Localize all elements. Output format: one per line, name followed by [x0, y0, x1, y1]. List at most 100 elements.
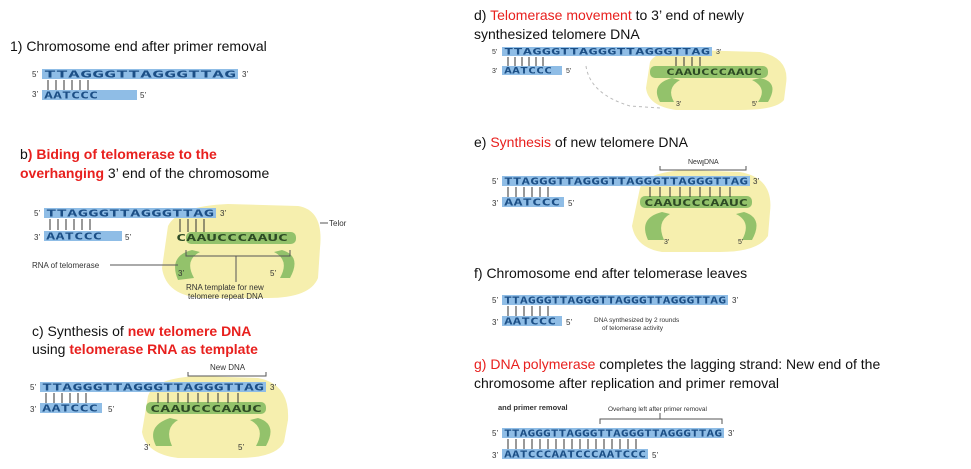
new-dna-label: New DNA: [210, 363, 246, 372]
panel-b-title-line2: overhanging 3’ end of the chromosome: [20, 165, 269, 182]
five-prime-label: 5’: [738, 239, 744, 246]
top-strand: [42, 69, 238, 79]
three-prime-label: 3’: [716, 49, 722, 56]
rna-template-bar: [650, 66, 768, 78]
top-strand-sequence: TTAGGGTTAGGGTTAGGGTTAG: [504, 48, 710, 58]
panel-f-title: f) Chromosome end after telomerase leave…: [474, 265, 748, 281]
rna-arm-right: [250, 418, 271, 446]
panel-g-title-line1: g) DNA polymerase completes the lagging …: [474, 356, 880, 373]
rna-arm-left: [645, 212, 670, 240]
title-segment: e): [474, 134, 491, 150]
panel-d-title-line1: d) Telomerase movement to 3’ end of newl…: [474, 7, 744, 24]
five-prime-label: 5’: [32, 70, 38, 79]
three-prime-label: 3’: [242, 70, 248, 79]
panel-g-title-line2: chromosome after replication and primer …: [474, 375, 780, 391]
three-prime-label: 3’: [676, 101, 682, 108]
rna-template-bar: [186, 232, 296, 244]
base-pair-lines: [507, 187, 731, 197]
title-segment: c) Synthesis of: [32, 323, 128, 339]
three-prime-label: 3’: [732, 296, 738, 305]
bottom-strand: [502, 66, 562, 75]
new-dna-bracket: [187, 372, 267, 377]
title-segment: Telomerase movement: [490, 7, 632, 23]
title-segment: d): [474, 7, 491, 23]
five-prime-label: 5’: [566, 318, 572, 327]
three-prime-label: 3’: [492, 68, 498, 75]
title-segment: completes the lagging strand: New end of…: [595, 356, 881, 372]
three-prime-label: 3’: [220, 209, 226, 218]
rna-arm-right: [274, 250, 295, 278]
rna-template-sequence: CAAUCCCAAUC: [644, 198, 748, 209]
bottom-strand-sequence: AATCCC: [42, 404, 98, 415]
overhang-bracket: [599, 418, 723, 424]
base-pair-lines: [49, 219, 205, 232]
rna-template-sequence: CAAUCCCAAUC: [176, 233, 288, 244]
base-pair-lines: [507, 439, 637, 449]
three-prime-label: 3’: [34, 233, 40, 242]
template-bracket: [185, 250, 291, 257]
three-prime-label: 3’: [492, 318, 498, 327]
overhang-label: Overhang left after primer removal: [608, 406, 708, 413]
base-pair-lines: [47, 80, 89, 90]
three-prime-label: 3’: [728, 429, 734, 438]
three-prime-label: 3’: [32, 90, 38, 99]
three-prime-label: 3’: [492, 451, 498, 460]
title-segment: DNA polymerase: [490, 356, 596, 372]
five-prime-label: 5’: [30, 383, 36, 392]
bottom-strand-sequence: AATCCC: [46, 232, 102, 243]
three-prime-label: 3’: [30, 405, 36, 414]
title-segment: of new telomere DNA: [551, 134, 688, 150]
title-segment: using: [32, 341, 70, 357]
bottom-strand: [502, 197, 564, 207]
five-prime-label: 5’: [492, 296, 498, 305]
top-strand-sequence: TTAGGGTTAGGGTTAGGGTTAGGGTTAG: [504, 177, 748, 188]
top-strand: [502, 47, 712, 56]
three-prime-label: 3’: [270, 383, 276, 392]
bottom-strand: [502, 316, 562, 326]
title-segment: g): [474, 356, 491, 372]
title-segment: 3’ end of the chromosome: [104, 165, 270, 181]
cropped-caption: and primer removal: [498, 403, 568, 412]
panel-a-diagram: 5’ TTAGGGTTAGGGTTAG 3’ 3’ AATCCC 5’: [32, 69, 248, 102]
five-prime-label: 5’: [492, 49, 498, 56]
panel-c-title-line1: c) Synthesis of new telomere DNA: [32, 323, 251, 340]
panel-g-diagram: and primer removal Overhang left after p…: [492, 403, 734, 461]
three-prime-label: 3’: [144, 443, 150, 452]
synthesized-note-line1: DNA synthesized by 2 rounds: [594, 317, 680, 324]
title-segment: ) Biding of telomerase to the: [27, 146, 217, 162]
rna-template-sequence: CAAUCCCAAUC: [150, 404, 262, 415]
five-prime-label: 5’: [140, 91, 146, 100]
title-segment: b: [20, 146, 28, 162]
rna-template-bar: [146, 402, 266, 414]
rna-arm-left: [656, 78, 680, 102]
rna-template-bar: [640, 196, 752, 208]
panel-c-diagram: New DNA 5’ TTAGGGTTAGGGTTAGGGTTAG 3’ 3’ …: [30, 363, 289, 458]
panel-d-diagram: 5’ TTAGGGTTAGGGTTAGGGTTAG 3’ 3’ AATCCC 5…: [492, 47, 787, 110]
five-prime-label: 5’: [492, 429, 498, 438]
title-segment: overhanging: [20, 165, 105, 181]
bottom-strand-sequence: AATCCC: [504, 67, 552, 77]
top-strand-sequence: TTAGGGTTAGGGTTAG: [44, 70, 236, 81]
five-prime-label: 5’: [125, 233, 131, 242]
panel-f-diagram: 5’ TTAGGGTTAGGGTTAGGGTTAGGGTTAG 3’ 3’ AA…: [492, 295, 738, 332]
new-dna-label: New DNA: [688, 159, 719, 166]
base-pair-lines: [507, 57, 701, 66]
top-strand-sequence: TTAGGGTTAGGGTTAGGGTTAGGGTTAG: [504, 296, 726, 307]
title-segment: telomerase RNA as template: [69, 341, 258, 357]
panel-e-title: e) Synthesis of new telomere DNA: [474, 134, 688, 151]
top-strand-sequence: TTAGGGTTAGGGTTAGGGTTAG: [42, 383, 264, 394]
rna-of-telomerase-label: RNA of telomerase: [32, 261, 100, 270]
five-prime-label: 5’: [492, 177, 498, 186]
previous-position-outline: [585, 65, 661, 109]
telomerase-enzyme: [632, 170, 771, 252]
top-strand: [40, 382, 266, 392]
bottom-strand-sequence: AATCCC: [504, 198, 560, 209]
panel-b-title-line1: b) Biding of telomerase to the: [20, 146, 217, 163]
panel-a-title: 1) Chromosome end after primer removal: [10, 38, 267, 54]
panel-d-title-line2: synthesized telomere DNA: [474, 26, 640, 42]
top-strand: [502, 176, 750, 186]
five-prime-label: 5’: [568, 199, 574, 208]
telomerase-label: Telor: [329, 219, 347, 228]
telomerase-enzyme: [646, 50, 787, 110]
five-prime-label: 5’: [752, 101, 758, 108]
